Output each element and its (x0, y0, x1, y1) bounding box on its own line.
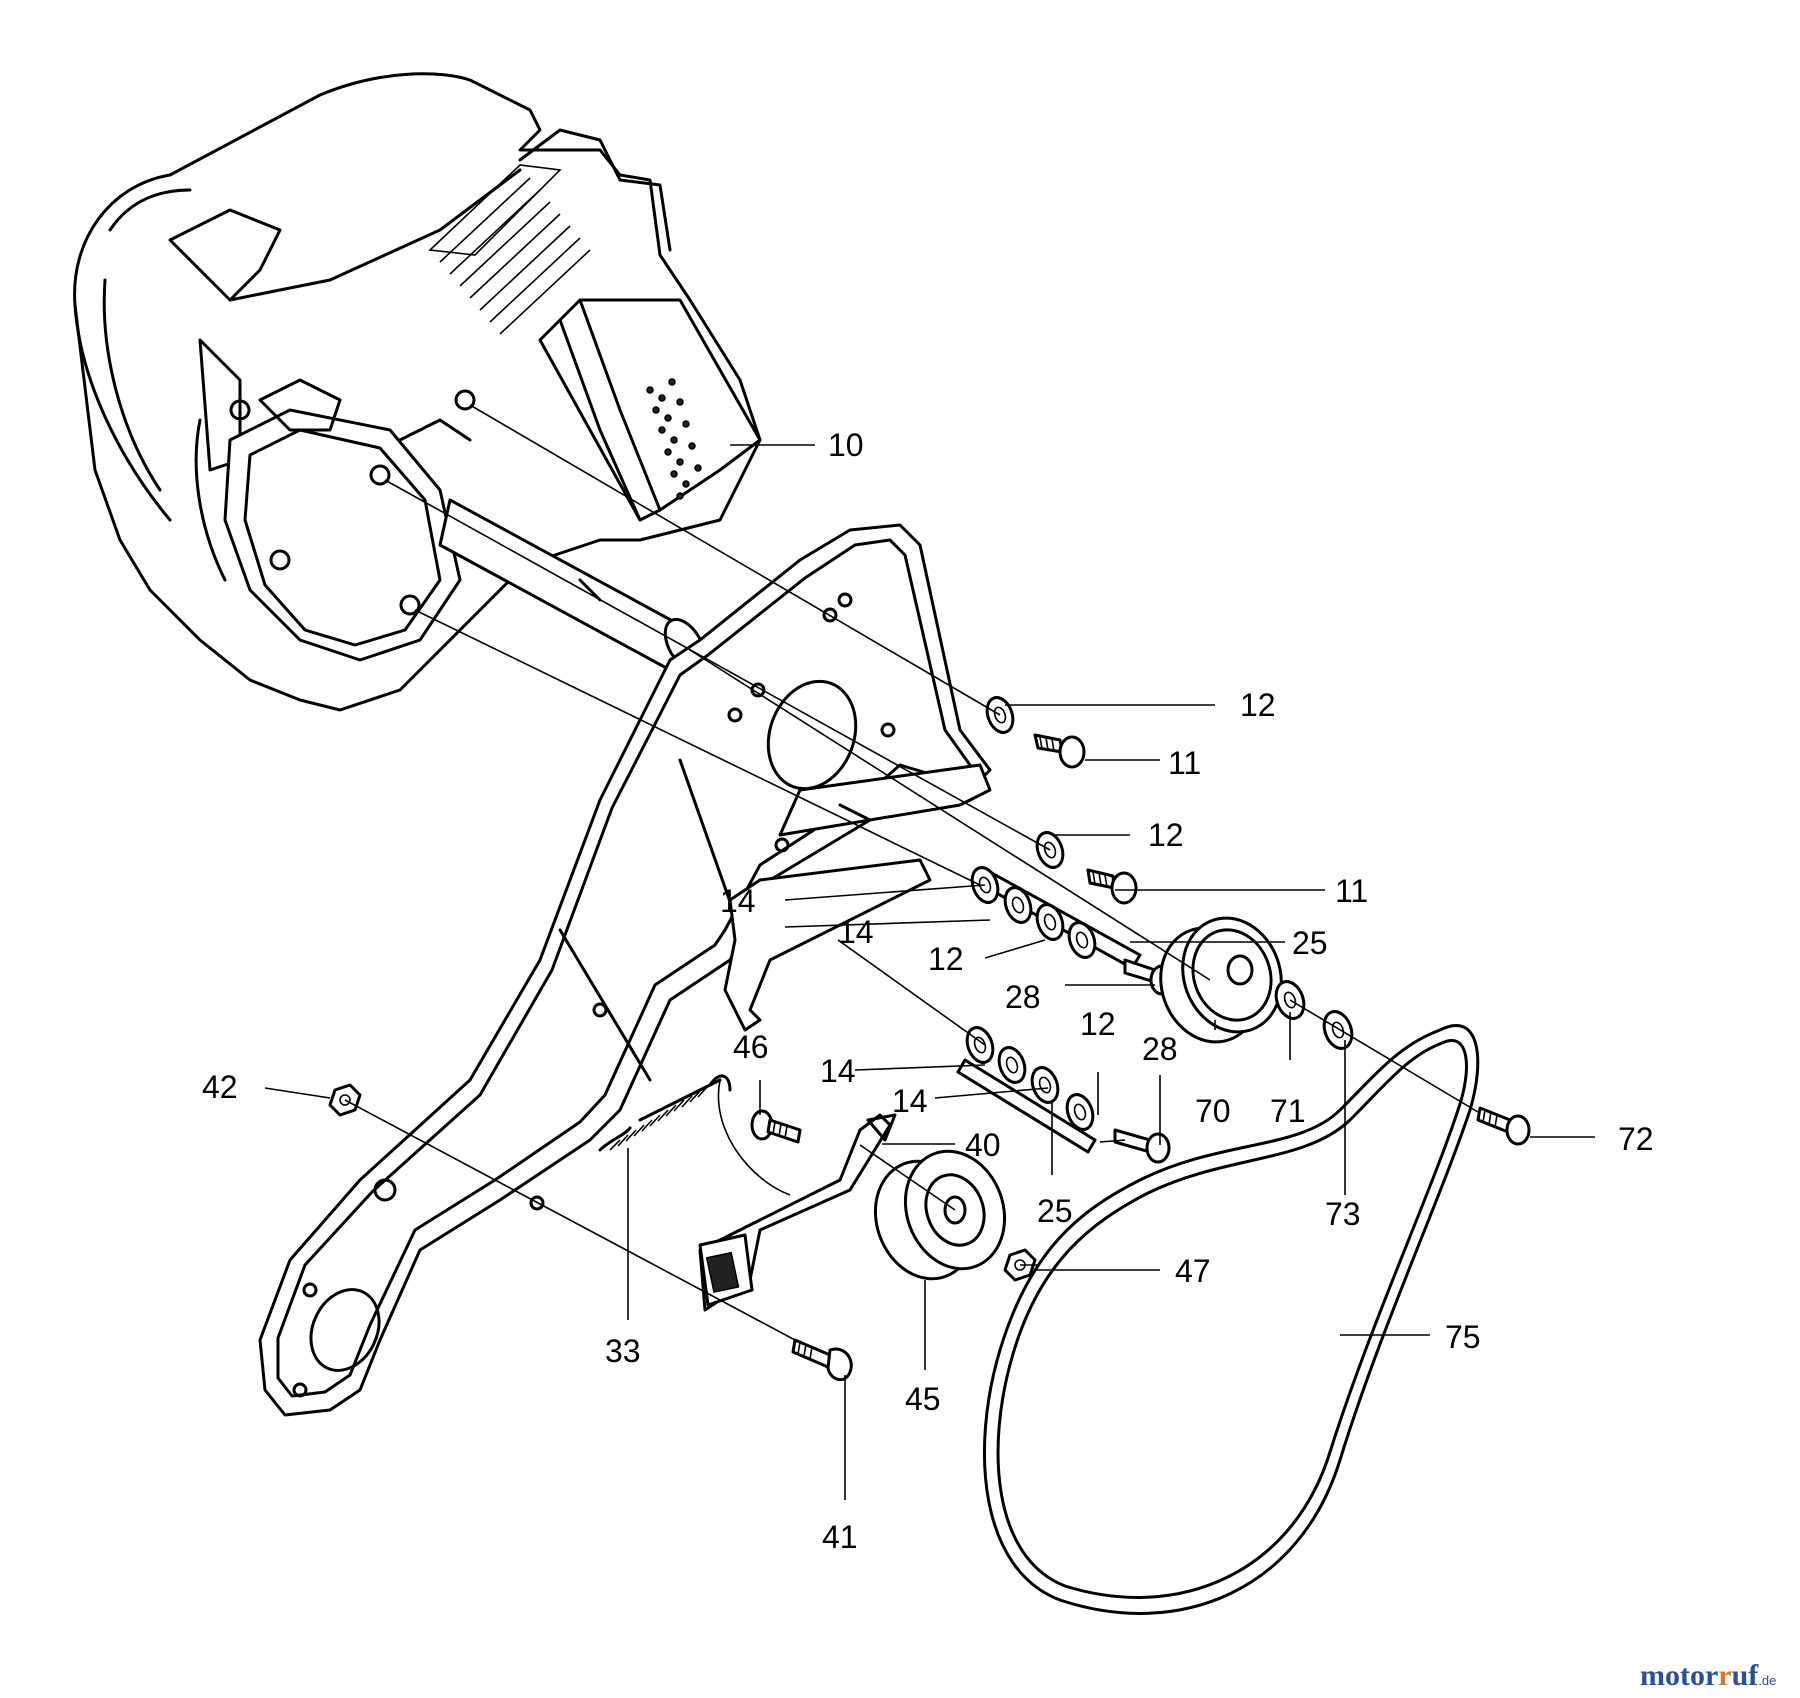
callout-73: 73 (1325, 1196, 1361, 1232)
callout-72: 72 (1618, 1121, 1654, 1157)
spring-33 (598, 1074, 791, 1196)
bolt-41 (791, 1338, 853, 1382)
idler-arm (698, 1113, 897, 1312)
callout-25: 25 (1292, 925, 1328, 961)
bolt-46 (750, 1109, 802, 1144)
callout-42: 42 (202, 1069, 238, 1105)
callout-11: 11 (1168, 745, 1201, 781)
callout-47: 47 (1175, 1253, 1211, 1289)
callout-25: 25 (1037, 1193, 1073, 1229)
callout-12: 12 (1240, 687, 1276, 723)
assembly-lines (344, 404, 1479, 1341)
bolt-11-lower (1086, 868, 1138, 905)
bolt-28-lower (1113, 1128, 1171, 1164)
callout-14: 14 (892, 1083, 928, 1119)
engine-assembly (73, 72, 762, 712)
engine-pulley (1159, 916, 1283, 1044)
bolt-11-upper (1033, 733, 1086, 769)
callout-12: 12 (1148, 817, 1184, 853)
leader-lines (264, 444, 1595, 1500)
callout-28: 28 (1005, 979, 1041, 1015)
callout-12: 12 (1080, 1006, 1116, 1042)
idler-pulley (873, 1149, 1007, 1281)
watermark-logo: motorruf.de (1640, 1659, 1776, 1692)
svg-text:motorruf.de: motorruf.de (1640, 1659, 1776, 1692)
callout-75: 75 (1445, 1319, 1481, 1355)
callout-40: 40 (965, 1127, 1001, 1163)
callout-labels: 10 12 11 12 11 14 14 25 12 28 46 12 28 1… (202, 427, 1654, 1555)
bolt-72 (1476, 1106, 1531, 1146)
cooling-fins (428, 164, 591, 335)
callout-11: 11 (1335, 873, 1368, 909)
callout-41: 41 (822, 1519, 858, 1555)
callout-71: 71 (1270, 1093, 1306, 1129)
callout-45: 45 (905, 1381, 941, 1417)
callout-12: 12 (928, 941, 964, 977)
callout-70: 70 (1195, 1093, 1231, 1129)
washer-73 (1322, 1010, 1354, 1050)
callout-33: 33 (605, 1333, 641, 1369)
mounting-bracket (258, 523, 992, 1417)
upper-hardware (970, 696, 1175, 996)
callout-14: 14 (720, 883, 756, 919)
callout-46: 46 (733, 1029, 769, 1065)
callout-28: 28 (1142, 1031, 1178, 1067)
callout-14: 14 (838, 914, 874, 950)
drive-belt (982, 1024, 1480, 1615)
muffler-vents (646, 378, 702, 500)
callout-10: 10 (828, 427, 864, 463)
callout-14: 14 (820, 1053, 856, 1089)
